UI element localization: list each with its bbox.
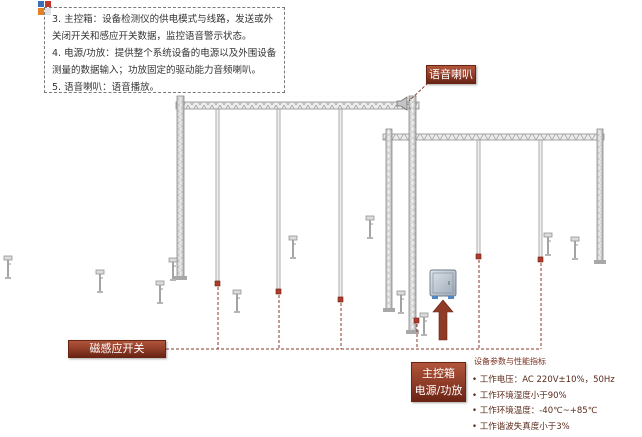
signal-post-icon — [155, 280, 165, 305]
description-callout: 3. 主控箱：设备检测仪的供电模式与线路，发送或外 关闭开关和感应开关数据，监控… — [44, 7, 285, 93]
dropper-rod — [338, 108, 343, 298]
rear-gantry — [382, 128, 606, 312]
controller-label-line1: 主控箱 — [422, 367, 455, 380]
spec-item: • 工作环境湿度小于90% — [472, 390, 567, 401]
front-gantry-pole-right-base — [406, 330, 419, 334]
dropper-rod — [538, 139, 543, 258]
speaker-callout-line — [408, 82, 429, 102]
signal-post-icon — [365, 215, 375, 240]
spec-list: 设备参数与性能指标 • 工作电压：AC 220V±10%，50Hz • 工作环境… — [472, 356, 638, 435]
spec-item: • 工作电压：AC 220V±10%，50Hz — [472, 375, 615, 385]
signal-post-icon — [288, 235, 298, 260]
signal-post-icon — [3, 255, 13, 280]
rear-gantry-beam-truss — [383, 134, 604, 140]
front-gantry-beam-truss — [176, 102, 419, 109]
description-line: 4. 电源/功放：提供整个系统设备的电源以及外围设备 — [52, 48, 277, 59]
controller-label-line2: 电源/功放 — [414, 384, 463, 397]
rear-gantry-pole-right-lattice — [597, 129, 603, 262]
speaker-label: 语音喇叭 — [426, 65, 476, 84]
rear-gantry-pole-left-lattice — [386, 129, 392, 310]
signal-post-icon — [543, 232, 553, 257]
signal-post-icon — [419, 312, 429, 337]
spec-items: • 工作电压：AC 220V±10%，50Hz • 工作环境湿度小于90% • … — [472, 373, 638, 435]
rear-gantry-pole-left-base — [383, 308, 395, 312]
dropper-rod — [476, 139, 481, 255]
front-gantry-pole-left-base — [174, 276, 187, 280]
sensor-marker-icon — [214, 280, 221, 287]
front-gantry — [174, 95, 420, 334]
arrow-up-icon — [432, 299, 454, 341]
sensor-marker-icon — [475, 253, 482, 260]
control-cabinet-icon — [429, 269, 457, 299]
sensor-marker-icon — [413, 317, 420, 324]
signal-post-icon — [95, 269, 105, 294]
sensor-marker-icon — [275, 288, 282, 295]
description-line: 测量的数据输入；功放固定的驱动能力音频喇叭。 — [52, 65, 262, 76]
signal-post-icon — [232, 289, 242, 314]
description-line: 5. 语音喇叭：语音播放。 — [52, 82, 160, 93]
front-gantry-pole-right-lattice — [409, 96, 416, 332]
controller-label: 主控箱 电源/功放 — [411, 362, 466, 402]
dropper-rod — [276, 108, 281, 290]
description-line: 3. 主控箱：设备检测仪的供电模式与线路，发送或外 — [52, 14, 274, 25]
rear-gantry-pole-right-base — [594, 260, 606, 264]
speaker-icon — [396, 96, 412, 111]
sensor-marker-icon — [537, 256, 544, 263]
spec-title: 设备参数与性能指标 — [474, 357, 546, 366]
signal-post-icon — [570, 236, 580, 261]
signal-posts — [3, 215, 580, 337]
description-line: 关闭开关和感应开关数据，监控语音警示状态。 — [52, 31, 252, 42]
sensor-marker-icon — [337, 296, 344, 303]
signal-post-icon — [396, 290, 406, 315]
magnetic-switch-label: 磁感应开关 — [68, 340, 166, 358]
sensor-markers — [214, 253, 544, 324]
spec-item: • 工作环境温度：-40℃~+85℃ — [472, 406, 598, 416]
connection-lines — [166, 82, 542, 350]
dropper-rod — [215, 108, 220, 282]
front-gantry-pole-left-lattice — [177, 96, 184, 278]
spec-item: • 工作谐波失真度小于3% — [472, 421, 570, 432]
